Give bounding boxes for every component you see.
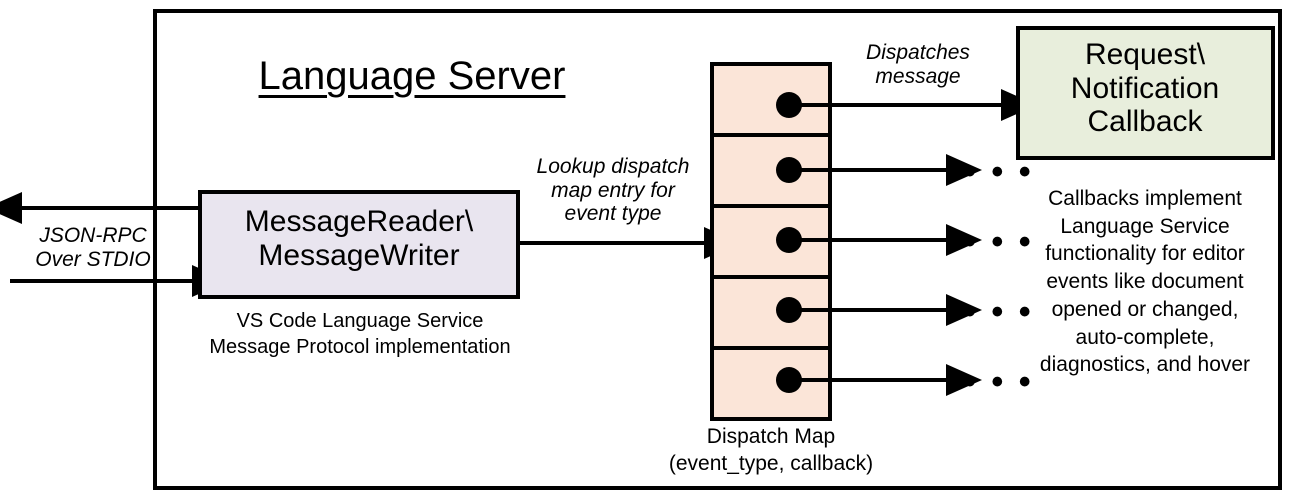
stdio-edge-label: JSON-RPC Over STDIO (35, 224, 151, 271)
ellipsis-row-5: • • • (964, 363, 1034, 401)
page-title: Language Server (258, 54, 566, 98)
dispatch-map-caption: Dispatch Map (event_type, callback) (668, 425, 874, 476)
dispatch-map-cell-1 (710, 62, 832, 137)
message-reader-writer-label: MessageReader\ MessageWriter (244, 205, 474, 272)
dispatch-map-cell-5 (710, 346, 832, 421)
ellipsis-row-4: • • • (964, 293, 1034, 331)
request-notification-callback-label: Request\ Notification Callback (1070, 38, 1220, 139)
callbacks-description: Callbacks implement Language Service fun… (1039, 187, 1251, 377)
message-reader-writer-box (198, 190, 520, 299)
dispatches-edge-label: Dispatches message (866, 41, 970, 88)
message-reader-writer-caption: VS Code Language Service Message Protoco… (209, 310, 511, 358)
language-server-boundary (153, 9, 1282, 490)
lookup-edge-label: Lookup dispatch map entry for event type (536, 155, 690, 226)
ellipsis-row-2: • • • (964, 153, 1034, 191)
request-notification-callback-box (1016, 26, 1275, 160)
dispatch-map-cell-4 (710, 275, 832, 350)
ellipsis-row-3: • • • (964, 223, 1034, 261)
